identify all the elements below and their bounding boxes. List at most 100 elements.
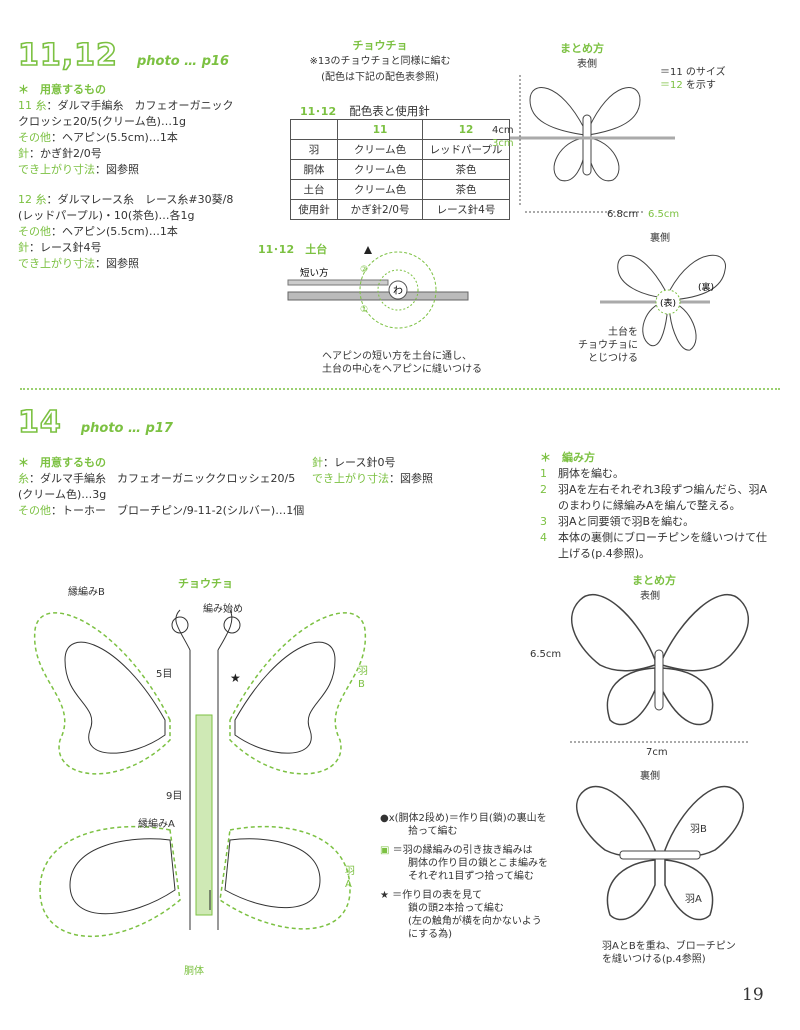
upper-right-wing <box>669 254 726 301</box>
upper-right-wing-inner <box>234 641 336 754</box>
base-title: 土台 <box>305 243 328 256</box>
upper-left-wing <box>617 254 666 299</box>
base-note-2: 土台の中心をヘアピンに縫いつける <box>322 364 482 375</box>
yarn-label: 糸 <box>35 99 47 112</box>
lower-left-wing <box>642 301 668 347</box>
yarn-label: 糸 <box>18 472 29 485</box>
other-text: ：ヘアピン(5.5cm)…1本 <box>51 131 178 144</box>
color-table-title: 11･12 配色表と使用針 <box>300 100 430 119</box>
size-text: ：図参照 <box>95 257 139 270</box>
start-marker-icon <box>364 246 372 254</box>
table-cell: クリーム色 <box>337 159 423 180</box>
wing-b-callout: 羽B <box>690 824 707 835</box>
butterfly-note: チョウチョ ※13のチョウチョと同様に編む (配色は下記の配色表参照) <box>300 38 460 86</box>
attach-note-3: とじつける <box>588 353 638 364</box>
legend-text: 鎖の頭2本拾って編む <box>408 903 504 914</box>
yarn-text: ：ダルマ手編糸 カフェオーガニッククロッシェ20/5 <box>29 472 296 485</box>
base-diagram-title: 11･12 土台 <box>258 238 327 257</box>
upper-right-wing <box>587 87 641 136</box>
needle-label: 針 <box>18 147 29 160</box>
front-label: 表側 <box>640 591 660 602</box>
table-cell: 胴体 <box>290 159 338 180</box>
table-cell: レース針4号 <box>422 199 510 220</box>
needle-text: ：レース針4号 <box>29 241 102 254</box>
size-label: でき上がり寸法 <box>18 163 95 176</box>
butterfly-front-14 <box>570 593 750 743</box>
step-number: 2 <box>540 483 547 496</box>
sc-back-loop-icon: ●ⅹ <box>380 813 395 824</box>
step-number: 3 <box>540 515 547 528</box>
width-12: 6.5cm <box>648 209 680 220</box>
edge-a-label: 縁編みA <box>138 819 175 830</box>
legend-text: ＝作り目の表を見て <box>392 890 483 901</box>
butterfly-back-11-12: (表) (裏) <box>600 254 726 351</box>
slip-stitch-box-icon: ▣ <box>380 845 390 856</box>
finish-note-2: を縫いつける(p.4参照) <box>602 954 706 965</box>
upper-left-wing-outline <box>34 612 171 775</box>
step-number: 4 <box>540 531 547 544</box>
butterfly-body <box>582 114 592 176</box>
lower-right-wing <box>661 667 714 726</box>
page-number: 19 <box>742 985 764 1005</box>
needle-label: 針 <box>18 241 29 254</box>
table-row: 土台 クリーム色 茶色 <box>290 179 510 200</box>
table-cell: かぎ針2/0号 <box>337 199 423 220</box>
legend-text: それぞれ1目ずつ拾って編む <box>408 871 534 882</box>
antenna-tip-left <box>171 616 189 634</box>
lower-left-wing <box>606 859 656 921</box>
materials-11-12: ＊ 用意するもの 11 糸：ダルマ手編糸 カフェオーガニック クロッシェ20/5… <box>18 82 234 272</box>
legend-text-1: のサイズ <box>685 67 726 78</box>
yarn-text: (クリーム色)…3g <box>18 488 107 501</box>
needle-text: ：レース針0号 <box>323 456 396 469</box>
step-number: 1 <box>540 467 547 480</box>
finish-note: 羽AとBを重ね、ブローチピン を縫いつける(p.4参照) <box>602 940 736 966</box>
front-label: 表側 <box>577 59 597 70</box>
legend-11: ＝11 <box>660 67 683 78</box>
lower-right-wing-outline <box>219 825 351 930</box>
edge-b-label: 縁編みB <box>68 587 105 598</box>
width-label: 7cm <box>646 747 668 758</box>
needle-text: ：かぎ針2/0号 <box>29 147 102 160</box>
table-cell: 羽 <box>290 139 338 160</box>
wing-b-label: 羽B <box>358 666 368 690</box>
ura-mark: (裏) <box>698 281 714 293</box>
round-2-label: ② <box>360 265 368 275</box>
butterfly-back-14 <box>575 785 745 921</box>
legend-text: (胴体2段め)＝作り目(鎖)の裏山を <box>394 813 547 824</box>
nine-stitch-label: 9目 <box>166 791 183 802</box>
size-legend: ＝11 のサイズ ＝12 を示す <box>660 66 726 92</box>
step-text: 羽Aと同要領で羽Bを編む。 <box>558 515 695 528</box>
section-14-header: 14 photo … p17 <box>17 404 173 441</box>
base-inner-ring <box>377 269 419 311</box>
yarn-text: クロッシェ20/5(クリーム色)…1g <box>18 115 186 128</box>
legend-text: 胴体の作り目の鎖とこま編みを <box>408 858 548 869</box>
round-1-label: ① <box>360 305 368 315</box>
butterfly-title: チョウチョ <box>352 39 408 52</box>
crochet-chart: ★ <box>34 609 366 938</box>
width-11: 6.8cm <box>607 209 639 220</box>
upper-right-wing-outline <box>229 612 366 775</box>
table-cell: 使用針 <box>290 199 338 220</box>
needle-size-14: 針：レース針0号 でき上がり寸法：図参照 <box>312 455 433 487</box>
other-text: ：トーホー ブローチピン/9-11-2(シルバー)…1個 <box>51 504 305 517</box>
other-label: その他 <box>18 504 51 517</box>
legend-text-2: を示す <box>685 80 716 91</box>
size-text: ：図参照 <box>389 472 433 485</box>
lower-left-wing <box>606 667 656 726</box>
body-highlight <box>195 714 213 916</box>
attach-note: 土台を チョウチョに とじつける <box>578 326 638 365</box>
upper-left-wing <box>575 785 656 857</box>
height-11: 4cm <box>492 125 514 136</box>
legend-text: 拾って編む <box>408 826 458 837</box>
item-number: 11 <box>18 99 32 112</box>
section-title-11-12: 11,12 <box>17 37 118 74</box>
left-antenna <box>175 609 191 651</box>
section-11-12-header: 11,12 photo … p16 <box>17 37 229 74</box>
size-label: でき上がり寸法 <box>18 257 95 270</box>
table-title: 配色表と使用針 <box>349 104 430 118</box>
yarn-text: ：ダルマレース糸 レース糸#30葵/8 <box>46 193 234 206</box>
upper-right-wing <box>661 593 750 672</box>
base-diagram: わ ② ① 短い方 <box>287 246 469 329</box>
attach-note-2: チョウチョに <box>578 340 638 351</box>
table-row: 使用針 かぎ針2/0号 レース針4号 <box>290 199 510 220</box>
